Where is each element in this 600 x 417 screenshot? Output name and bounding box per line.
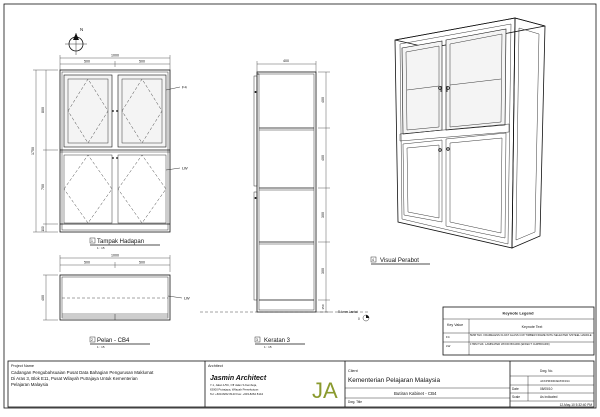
- dim-front-base: 100: [41, 226, 45, 232]
- callout-front-top: F4: [182, 85, 187, 90]
- architect-logo: JA: [312, 378, 338, 403]
- view-1-number: 1: [91, 239, 93, 243]
- dim-section-level-4: 300: [321, 268, 325, 274]
- dim-front-width: 1000: [111, 54, 119, 58]
- architect-name: Jasmin Architect: [210, 375, 267, 382]
- dim-front-upper: 800: [41, 107, 45, 113]
- view-3-scale: 1 : 15: [264, 345, 272, 349]
- dim-section-depth: 400: [283, 59, 289, 63]
- keynote-text-header: Keynote Text: [522, 325, 543, 329]
- front-elevation: N 1000 500 500 1750 800 700 100: [31, 27, 188, 250]
- keynote-row-2-text: 17MM THK. LAMINATED WOOD BOARD (EFFECT C…: [470, 343, 550, 346]
- timestamp: 12-May-10 5:32:40 PM: [560, 403, 593, 407]
- dim-plan-half-right: 500: [139, 261, 145, 265]
- dim-front-lower: 700: [41, 184, 45, 190]
- dim-section-level-2: 400: [321, 155, 325, 161]
- view-1-scale: 1 : 15: [97, 246, 105, 250]
- callout-front-mid: LW: [182, 166, 188, 171]
- dim-section-level-3: 300: [321, 212, 325, 218]
- client-label: Client: [348, 369, 359, 373]
- view-2-scale: 1 : 15: [97, 345, 105, 349]
- scale-label: Scale: [512, 395, 520, 399]
- dim-plan-width: 1000: [111, 254, 119, 258]
- view-4-number: 4: [372, 258, 374, 262]
- keynote-legend: Keynote Legend Key Value Keynote Text F4…: [442, 306, 595, 356]
- dim-front-half-right: 500: [139, 60, 145, 64]
- date-value: 08/05/10: [540, 387, 553, 391]
- finish-level-label: B.l.mm.Lantai: [338, 310, 358, 314]
- view-1-title: Tampak Hadapan: [97, 239, 144, 245]
- scale-value: As indicated: [540, 395, 558, 399]
- keynote-title: Keynote Legend: [502, 311, 534, 316]
- sheet-border: [3, 3, 597, 409]
- dwg-title-label: Dwg. Title: [348, 400, 362, 404]
- dim-plan-half-left: 500: [84, 261, 90, 265]
- dim-front-half-left: 500: [84, 60, 90, 64]
- architect-address-3: Tel: +603-8262 8143 Fax: +603-8262 8144: [210, 392, 263, 396]
- dim-section-level-5: 350: [321, 304, 325, 309]
- view-2-title: Pelan - CB4: [97, 338, 130, 344]
- client-name: Kementerian Pelajaran Malaysia: [348, 377, 440, 384]
- view-3-title: Keratan 3: [264, 338, 291, 344]
- keynote-row-2-key: LW: [446, 344, 450, 348]
- callout-plan: LW: [184, 296, 190, 301]
- project-line-2: Di Aras 3, Blok E11, Pusat Wilayah Putra…: [11, 376, 138, 381]
- view-4-title: Visual Perabot: [380, 258, 419, 264]
- date-label: Date: [512, 387, 519, 391]
- project-line-3: Pelajaran Malaysia: [11, 382, 49, 387]
- keynote-key-header: Key Value: [447, 323, 463, 327]
- architect-address-2: 63000 Putrajaya, Wilayah Persekutuan: [210, 388, 259, 392]
- architect-address-1: 7-1, Jalan 1/5C, Off Jalan S.Kemboja,: [210, 383, 257, 387]
- project-label: Project Name: [11, 364, 34, 368]
- keynote-row-1-text: 5MM THK. FRAMELESS FLOAT GLASS C/W TIMBE…: [470, 334, 592, 337]
- title-block: Project Name Cadangan Pengubahsuaian Pus…: [7, 360, 595, 408]
- plan-view: 1000 500 500 400 LW 2 Pelan - CB4 1 : 15: [41, 254, 190, 350]
- dim-plan-depth: 400: [41, 295, 45, 301]
- dwg-no-label: Dwg. No.: [540, 369, 553, 373]
- keynote-row-1-key: F4: [446, 335, 450, 339]
- view-3-number: 3: [256, 338, 258, 342]
- perspective-view: 4 Visual Perabot: [370, 17, 546, 265]
- dwg-no-value: JA/KPM/DR/AR/FR/194: [540, 379, 570, 383]
- project-line-1: Cadangan Pengubahsuaian Pusat Data Bahag…: [11, 370, 154, 375]
- architect-label: Architect: [208, 364, 224, 368]
- dim-front-height: 1750: [31, 147, 35, 155]
- dim-section-level-1: 400: [321, 97, 325, 103]
- drawing-title: Butiran Kabinet - CB4: [394, 391, 437, 396]
- section-view: 400 400 400 300 300 350 B.l.mm.Lantai: [200, 59, 370, 349]
- finish-level-value: 0: [358, 317, 360, 321]
- view-2-number: 2: [91, 338, 93, 342]
- north-arrow-icon: [65, 33, 87, 55]
- north-label: N: [80, 27, 83, 32]
